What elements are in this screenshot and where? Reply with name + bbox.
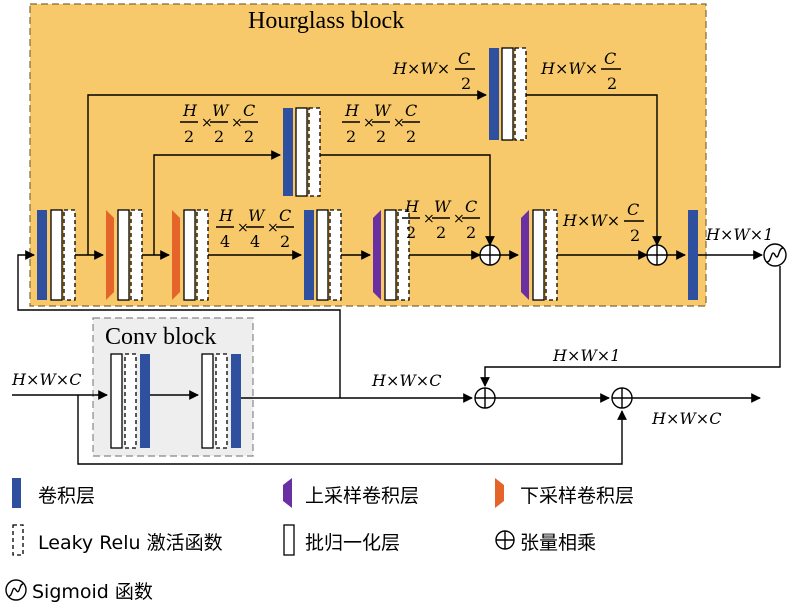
legend-leaky: Leaky Relu 激活函数	[12, 524, 223, 556]
svg-text:C: C	[458, 49, 470, 68]
svg-text:2: 2	[406, 223, 416, 242]
svg-text:×: ×	[201, 115, 213, 131]
svg-text:C: C	[627, 200, 639, 219]
svg-text:2: 2	[607, 74, 617, 93]
label-top-left-dims: H×W× C 2	[392, 49, 475, 93]
hg-layer-3-downsample	[172, 209, 209, 301]
label-conv-out-hwc: H×W×C	[371, 371, 441, 390]
svg-text:×: ×	[231, 115, 243, 131]
legend-upsample: 上采样卷积层	[283, 478, 419, 508]
svg-text:H×W×: H×W×	[392, 59, 450, 78]
label-top-right-dims: H×W× C 2	[540, 49, 621, 93]
hg-skip-block-middle	[283, 107, 321, 197]
svg-text:H: H	[182, 101, 198, 120]
label-up1-dims: H 2 × W 2 × C 2	[402, 197, 480, 242]
svg-text:H: H	[218, 206, 234, 225]
hg-layer-upsample-2	[521, 209, 558, 301]
legend-sigmoid: Sigmoid 函数	[5, 579, 153, 603]
svg-text:C: C	[604, 49, 616, 68]
svg-text:2: 2	[461, 74, 471, 93]
svg-text:×: ×	[453, 211, 465, 227]
svg-text:×: ×	[393, 115, 405, 131]
label-output-hwc: H×W×C	[651, 409, 721, 428]
svg-text:×: ×	[363, 115, 375, 131]
svg-text:H×W×: H×W×	[562, 211, 620, 230]
output-conv-layer	[688, 210, 698, 300]
svg-text:H: H	[404, 197, 420, 216]
svg-text:4: 4	[250, 232, 260, 251]
label-mid-left-dims: H 2 × W 2 × C 2	[180, 101, 258, 146]
svg-text:2: 2	[466, 223, 476, 242]
svg-text:批归一化层: 批归一化层	[305, 532, 400, 554]
svg-text:2: 2	[376, 127, 386, 146]
svg-text:2: 2	[406, 127, 416, 146]
svg-text:W: W	[212, 101, 230, 120]
svg-text:下采样卷积层: 下采样卷积层	[520, 485, 634, 507]
svg-text:张量相乘: 张量相乘	[520, 532, 596, 554]
svg-text:2: 2	[346, 127, 356, 146]
legend-bn: 批归一化层	[283, 524, 400, 556]
svg-text:W: W	[374, 101, 392, 120]
legend-downsample: 下采样卷积层	[495, 478, 634, 508]
svg-text:2: 2	[244, 127, 254, 146]
svg-text:×: ×	[423, 211, 435, 227]
hourglass-block-title: Hourglass block	[248, 8, 404, 34]
svg-text:2: 2	[214, 127, 224, 146]
svg-text:×: ×	[237, 220, 249, 236]
svg-text:×: ×	[267, 220, 279, 236]
svg-text:W: W	[434, 197, 452, 216]
conv-block-layer-2	[201, 353, 241, 449]
svg-text:2: 2	[280, 232, 290, 251]
legend-multiply: 张量相乘	[495, 530, 596, 554]
svg-text:4: 4	[220, 232, 230, 251]
svg-text:2: 2	[184, 127, 194, 146]
svg-text:卷积层: 卷积层	[38, 485, 95, 507]
sigmoid-node	[763, 243, 787, 267]
conv-block-title: Conv block	[105, 324, 216, 350]
label-output-hw1: H×W×1	[705, 225, 773, 244]
multiply-node-4	[611, 387, 633, 409]
multiply-node-3	[474, 387, 496, 409]
svg-text:Sigmoid 函数: Sigmoid 函数	[32, 581, 153, 603]
conv-block-layer-1	[110, 353, 150, 449]
label-sigmoid-hw1: H×W×1	[552, 346, 620, 365]
hg-layer-bottleneck	[304, 209, 342, 301]
svg-text:H: H	[344, 101, 360, 120]
multiply-node-1	[479, 244, 501, 266]
svg-text:C: C	[279, 206, 291, 225]
legend-conv: 卷积层	[12, 478, 95, 508]
svg-text:C: C	[243, 101, 255, 120]
svg-text:2: 2	[630, 226, 640, 245]
label-bottleneck-dims: H 4 × W 4 × C 2	[216, 206, 294, 251]
hg-skip-block-top	[489, 47, 527, 141]
svg-text:C: C	[465, 197, 477, 216]
hg-layer-2-downsample	[106, 209, 143, 301]
label-mid-right-dims: H 2 × W 2 × C 2	[342, 101, 420, 146]
multiply-node-2	[646, 244, 668, 266]
hg-layer-1	[37, 209, 76, 301]
label-input-hwc: H×W×C	[11, 370, 81, 389]
svg-text:H×W×: H×W×	[540, 59, 598, 78]
label-up2-dims: H×W× C 2	[562, 200, 644, 245]
svg-text:C: C	[405, 101, 417, 120]
svg-text:2: 2	[436, 223, 446, 242]
svg-text:上采样卷积层: 上采样卷积层	[305, 485, 419, 507]
svg-text:W: W	[248, 206, 266, 225]
svg-text:Leaky Relu 激活函数: Leaky Relu 激活函数	[38, 532, 223, 554]
hg-layer-upsample-1	[373, 209, 410, 301]
